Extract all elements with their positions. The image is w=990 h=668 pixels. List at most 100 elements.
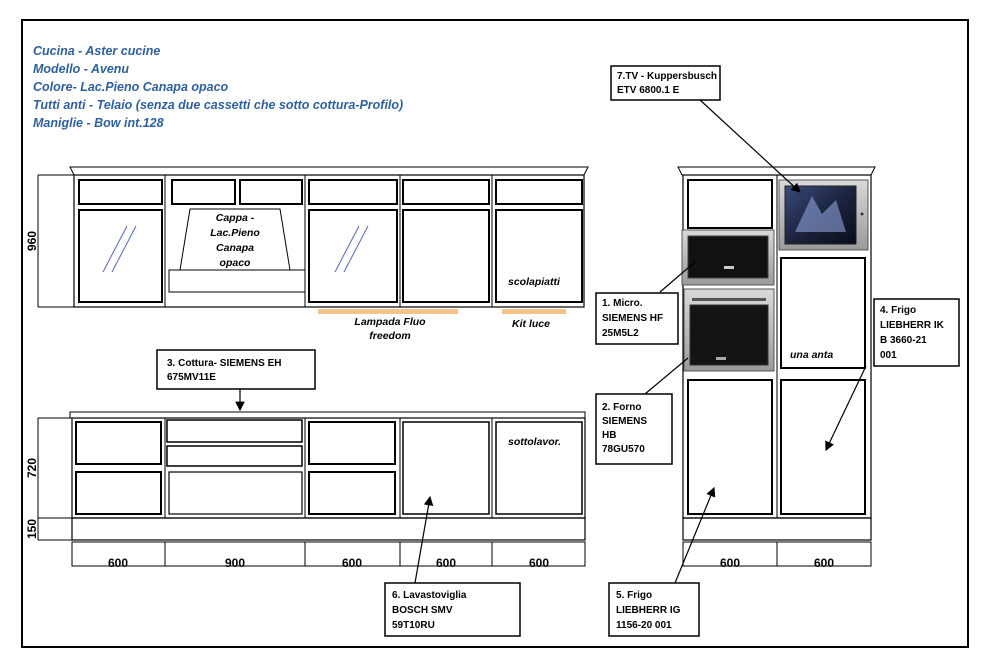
callout-dishwasher-line1: 6. Lavastoviglia	[392, 590, 467, 601]
width-label-1: 600	[108, 556, 128, 570]
callout-cooktop-box	[156, 349, 316, 390]
width-label-3: 600	[342, 556, 362, 570]
wall-cornice	[69, 166, 589, 176]
lampada-note-2: freedom	[369, 330, 410, 342]
tall-left-top-door	[687, 179, 773, 229]
callout-fridge-ik-box	[873, 298, 960, 367]
callout-dishwasher-box	[384, 582, 521, 637]
hood-label-3: Canapa	[216, 242, 254, 254]
callout-dishwasher-arrow	[414, 495, 434, 584]
width-label-4: 600	[436, 556, 456, 570]
callout-fridge-ik-line3: B 3660-21	[880, 335, 927, 346]
plinth	[71, 517, 586, 541]
kit-luce-note: Kit luce	[512, 318, 550, 330]
una-anta-note: una anta	[790, 349, 833, 361]
callout-fridge-ig-line1: 5. Frigo	[616, 590, 652, 601]
drawing-frame	[21, 19, 969, 648]
callout-fridge-ik-line4: 001	[880, 350, 897, 361]
base-unit1-drawer-top	[75, 421, 162, 465]
wall-unit5-door	[495, 209, 583, 303]
spec-handles: Maniglie - Bow int.128	[33, 116, 164, 130]
height-dimension-strip	[37, 174, 74, 541]
callout-oven-line2: SIEMENS	[602, 416, 647, 427]
wall-unit3-glass-door	[308, 209, 398, 303]
base-unit2-drawer-1	[166, 419, 303, 443]
wall-unit5-top	[495, 179, 583, 205]
height-label-base: 720	[25, 458, 39, 478]
wall-unit4-door	[402, 209, 490, 303]
callout-micro-leader	[659, 261, 696, 293]
sottolavor-note: sottolavor.	[508, 436, 561, 448]
width-label-right-1: 600	[720, 556, 740, 570]
lampada-note-1: Lampada Fluo	[354, 316, 426, 328]
spec-model: Modello - Avenu	[33, 62, 130, 76]
callout-oven-line3: HB	[602, 430, 616, 441]
base-unit2-drawer-2	[166, 445, 303, 467]
hood-label-4: opaco	[220, 257, 252, 269]
callout-oven-line1: 2. Forno	[602, 402, 641, 413]
base-unit1-drawer-bottom	[75, 471, 162, 515]
tv-appliance	[778, 179, 869, 251]
callout-fridge-ik-line1: 4. Frigo	[880, 305, 916, 316]
wall-unit3-top	[308, 179, 398, 205]
callout-tv-line2: ETV 6800.1 E	[617, 85, 680, 96]
wall-unit2-top-left	[171, 179, 236, 205]
hood-label-1: Cappa -	[216, 212, 255, 224]
wall-unit1-glass-door	[78, 209, 163, 303]
lampada-light-strip	[318, 309, 458, 314]
height-label-wall: 960	[25, 231, 39, 251]
callout-cooktop-line1: 3. Cottura- SIEMENS EH	[167, 358, 281, 369]
hood-base	[168, 269, 306, 293]
callout-micro-box	[595, 292, 679, 345]
oven-appliance	[683, 288, 775, 372]
callout-cooktop-line2: 675MV11E	[167, 372, 216, 383]
base-unit3-drawer-top	[308, 421, 396, 465]
wall-unit2-top-right	[239, 179, 303, 205]
wall-unit4-top	[402, 179, 490, 205]
width-label-right-2: 600	[814, 556, 834, 570]
width-dimension-strip-left	[71, 541, 586, 567]
callout-fridge-ig-arrow	[674, 486, 716, 584]
wall-carcass	[73, 174, 585, 308]
callout-fridge-ig-line3: 1156-20 001	[616, 620, 672, 631]
spec-brand: Cucina - Aster cucine	[33, 44, 161, 58]
callout-micro-line1: 1. Micro.	[602, 298, 643, 309]
width-label-2: 900	[225, 556, 245, 570]
microwave-appliance	[681, 229, 775, 286]
kit-luce-light-strip	[502, 309, 566, 314]
tall-plinth	[682, 517, 872, 541]
fridge-ig-door	[687, 379, 773, 515]
scolapiatti-note: scolapiatti	[508, 276, 561, 288]
base-unit3-drawer-bottom	[308, 471, 396, 515]
fridge-ik-door	[780, 379, 866, 515]
callout-oven-leader	[644, 357, 689, 395]
kitchen-spec-header: Cucina - Aster cucine Modello - Avenu Co…	[33, 42, 403, 132]
width-label-5: 600	[529, 556, 549, 570]
base-carcass	[71, 417, 586, 519]
callout-fridge-ig-box	[608, 582, 700, 637]
callout-oven-line4: 78GU570	[602, 444, 645, 455]
callout-fridge-ik-arrow	[825, 365, 867, 452]
hood-label-2: Lac.Pieno	[210, 227, 260, 239]
base-unit2-drawer-3	[168, 471, 303, 515]
base-unit5-door	[495, 421, 583, 515]
callout-tv-arrow	[699, 99, 801, 193]
callout-micro-line2: SIEMENS HF	[602, 313, 663, 324]
base-units	[69, 411, 586, 541]
callout-fridge-ig-line2: LIEBHERR IG	[616, 605, 681, 616]
dishwasher-door	[402, 421, 490, 515]
wall-unit1-top	[78, 179, 163, 205]
callout-dishwasher-line2: BOSCH SMV	[392, 605, 453, 616]
callout-tv-box	[610, 65, 721, 101]
height-label-plinth: 150	[25, 519, 39, 539]
worktop	[69, 411, 586, 419]
callout-dishwasher-line3: 59T10RU	[392, 620, 435, 631]
callout-fridge-ik-line2: LIEBHERR IK	[880, 320, 945, 331]
callout-oven-box	[595, 393, 673, 465]
callout-micro-line3: 25M5L2	[602, 328, 639, 339]
spec-fronts: Tutti anti - Telaio (senza due cassetti …	[33, 98, 404, 112]
callout-tv-line1: 7.TV - Kuppersbusch	[617, 71, 717, 82]
tall-right-upper-door	[780, 257, 866, 369]
wall-units	[69, 166, 589, 308]
